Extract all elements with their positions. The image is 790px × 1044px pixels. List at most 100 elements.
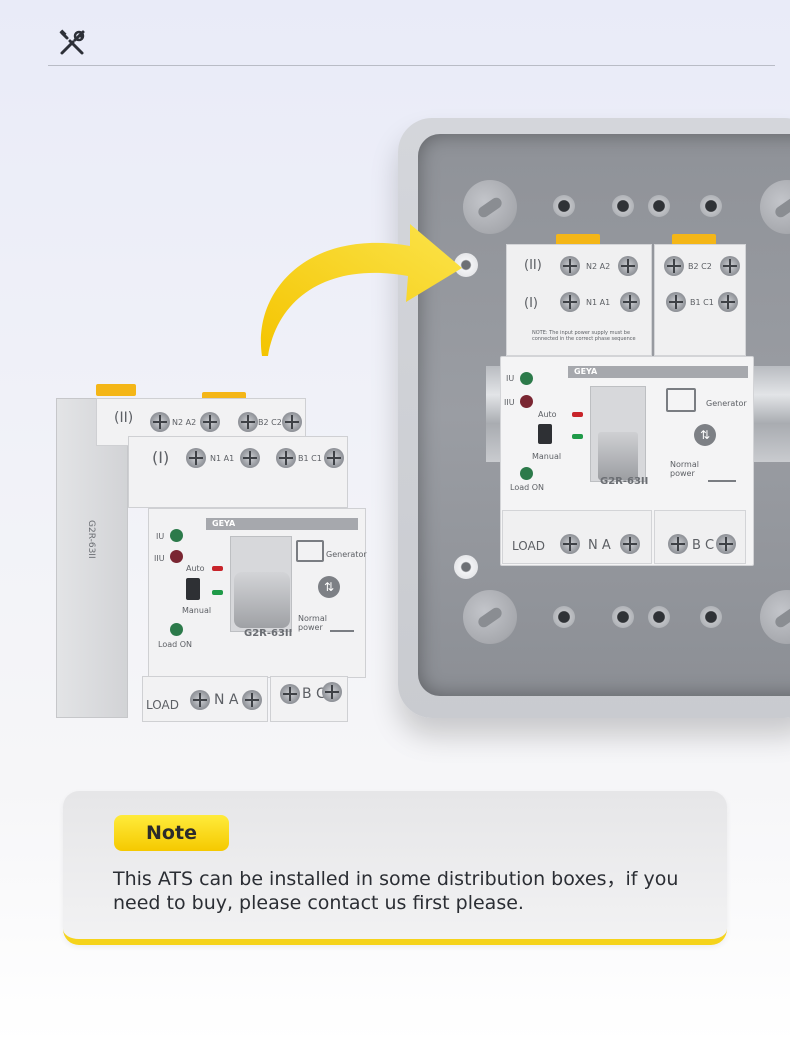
box-row-mid-right: B1 C1 [690,298,714,307]
header-divider [48,65,775,66]
terminal-screw [720,256,740,276]
transfer-arrows-icon: ⇅ [694,424,716,446]
box-normal-power-label: Normal power [670,460,699,478]
ats-iu-label: IU [156,532,165,541]
generator-icon [296,540,324,562]
box-na-label: N A [588,538,611,553]
ats-row-mid-right: B1 C1 [298,454,322,463]
terminal-screw [324,448,344,468]
terminal-screw [150,412,170,432]
terminal-screw [666,292,686,312]
box-brand-strip: GEYA [568,366,748,378]
ats-load-on-label: Load ON [158,640,193,649]
terminal-clip [96,384,136,396]
terminal-screw [190,690,210,710]
terminal-screw [618,256,638,276]
terminal-screw [560,256,580,276]
box-load-on-label: Load ON [510,483,545,492]
box-post [700,195,722,217]
terminal-screw [668,534,688,554]
power-pylon-icon [708,454,736,482]
terminal-screw [242,690,262,710]
ats-bc-label: B C [302,686,326,702]
iu-indicator-icon [520,372,533,385]
terminal-screw [620,292,640,312]
iiu-indicator-icon [520,395,533,408]
box-model-label: G2R-63II [600,476,649,487]
box-generator-label: Generator [706,399,747,408]
box-label-ii: (II) [524,258,542,273]
terminal-screw [186,448,206,468]
mode-switch[interactable] [538,424,552,444]
terminal-screw [560,534,580,554]
box-row-top-left: N2 A2 [586,262,611,271]
box-post [648,195,670,217]
note-badge: Note [114,815,229,851]
iu-indicator-icon [170,529,183,542]
terminal-screw [238,412,258,432]
generator-icon [666,388,696,412]
terminal-screw [664,256,684,276]
terminal-screw [280,684,300,704]
ats-generator-label: Generator [326,550,367,559]
ats-brand-strip: GEYA [206,518,358,530]
red-led-icon [212,566,223,571]
ats-auto-label: Auto [186,564,205,573]
mounting-hole-bottom [454,555,478,579]
ats-side-model: G2R-63II [86,520,96,559]
curved-arrow-icon [260,224,462,356]
ats-load-label: LOAD [146,698,179,712]
ats-normal-power-label: Normal power [298,614,327,632]
ats-row-mid-left: N1 A1 [210,454,235,463]
ats-row-top-right: B2 C2 [258,418,282,427]
box-row-top-right: B2 C2 [688,262,712,271]
box-auto-label: Auto [538,410,557,419]
box-iiu-label: IIU [504,398,515,407]
ats-na-label: N A [214,692,239,708]
green-led-icon [572,434,583,439]
terminal-clip [556,234,600,246]
box-label-i: (I) [524,296,538,311]
box-bc-label: B C [692,538,715,553]
ats-manual-label: Manual [182,606,212,615]
tools-icon [59,29,85,55]
ats-terminal-row-mid [128,436,348,508]
ats-iiu-label: IIU [154,554,165,563]
box-manual-label: Manual [532,452,562,461]
terminal-screw [276,448,296,468]
box-post [553,195,575,217]
box-boss-top-left [463,180,517,234]
box-post [553,606,575,628]
terminal-screw [322,682,342,702]
ats-model-label: G2R-63II [244,628,293,639]
ats-side-panel [56,398,128,718]
box-load-label: LOAD [512,539,545,553]
ats-mode-switch[interactable] [186,578,200,600]
ats-operating-handle[interactable] [234,572,290,628]
box-operating-handle[interactable] [598,432,638,480]
box-post [612,195,634,217]
box-row-mid-left: N1 A1 [586,298,611,307]
terminal-screw [200,412,220,432]
terminal-screw [560,292,580,312]
transfer-arrows-icon: ⇅ [318,576,340,598]
iiu-indicator-icon [170,550,183,563]
ats-label-ii: (II) [114,410,134,426]
box-post [700,606,722,628]
terminal-screw [282,412,302,432]
terminal-clip [672,234,716,246]
terminal-screw [240,448,260,468]
box-phase-note: NOTE: The input power supply must be con… [532,330,636,342]
terminal-screw [718,292,738,312]
terminal-screw [716,534,736,554]
terminal-screw [620,534,640,554]
load-on-indicator-icon [520,467,533,480]
box-post [612,606,634,628]
green-led-icon [212,590,223,595]
power-pylon-icon [330,604,354,632]
note-text: This ATS can be installed in some distri… [113,868,679,914]
red-led-icon [572,412,583,417]
load-on-indicator-icon [170,623,183,636]
ats-row-top-left: N2 A2 [172,418,197,427]
ats-label-i: (I) [152,448,170,467]
